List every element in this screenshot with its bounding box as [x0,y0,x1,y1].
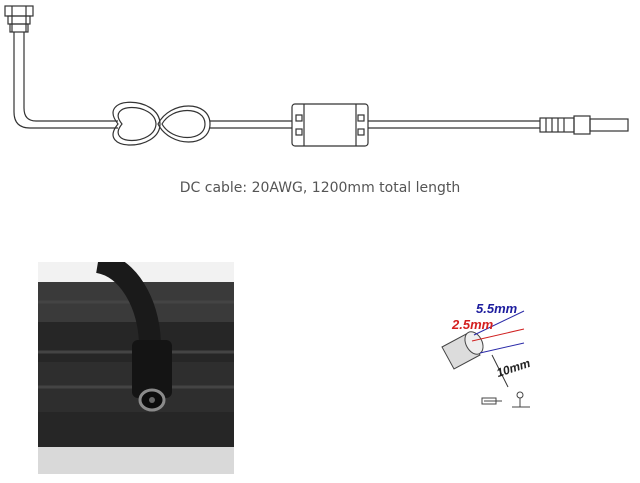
barrel-plug-diagram: 5.5mm 2.5mm 10mm [428,295,558,415]
outer-diameter-label: 5.5mm [476,301,518,316]
cable-segment-horizontal [210,120,292,129]
connector-block [4,5,34,17]
dc-plug-drawing [539,115,629,135]
ferrite-core [291,103,369,147]
adapter-photo [38,262,234,474]
cable-caption: DC cable: 20AWG, 1200mm total length [179,180,461,196]
dc-cable-drawing [4,5,629,147]
cable-segment-vertical [13,32,118,129]
cable-coil [112,101,211,146]
inner-diameter-label: 2.5mm [452,317,494,332]
